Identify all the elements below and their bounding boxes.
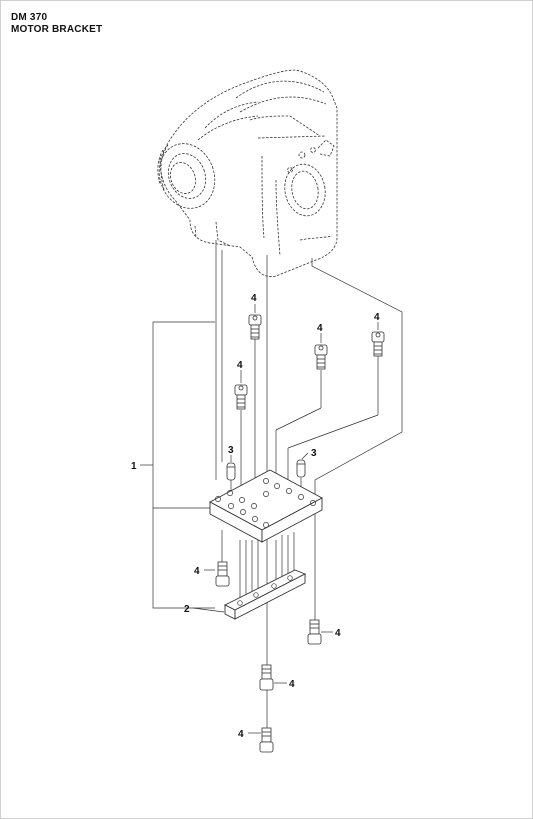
callout-1-bracket — [140, 321, 215, 609]
callout-4-bottom-upper: 4 — [289, 679, 295, 690]
motor-housing — [157, 69, 338, 277]
callout-4-mid-right: 4 — [317, 323, 323, 334]
callout-4-bottom-lower: 4 — [238, 729, 244, 740]
mounting-plate — [209, 469, 323, 543]
callout-4-lower-left: 4 — [194, 566, 200, 577]
screw-mid-left — [234, 384, 248, 410]
screw-lower-right — [307, 619, 322, 645]
screw-lower-left — [215, 561, 230, 587]
screw-bottom-upper — [259, 664, 274, 691]
callout-4-top-left: 4 — [251, 293, 257, 304]
callout-1: 1 — [131, 461, 137, 472]
callout-3-right: 3 — [311, 448, 317, 459]
diagram-title: MOTOR BRACKET — [11, 24, 103, 35]
dowel-pin-left — [226, 462, 236, 481]
callout-3-left: 3 — [228, 445, 234, 456]
screw-mid-right — [314, 344, 328, 370]
screw-top-left — [248, 314, 262, 340]
dowel-pin-right — [296, 459, 306, 478]
callout-4-lower-right: 4 — [335, 628, 341, 639]
callout-4-mid-left: 4 — [237, 360, 243, 371]
screw-top-right — [371, 331, 385, 357]
screw-bottom-lower — [259, 727, 274, 753]
callout-4-top-right: 4 — [374, 312, 380, 323]
clamp-plate — [223, 569, 307, 620]
callout-2: 2 — [184, 604, 190, 615]
leader-lines — [192, 304, 379, 734]
model-number: DM 370 — [11, 12, 48, 23]
